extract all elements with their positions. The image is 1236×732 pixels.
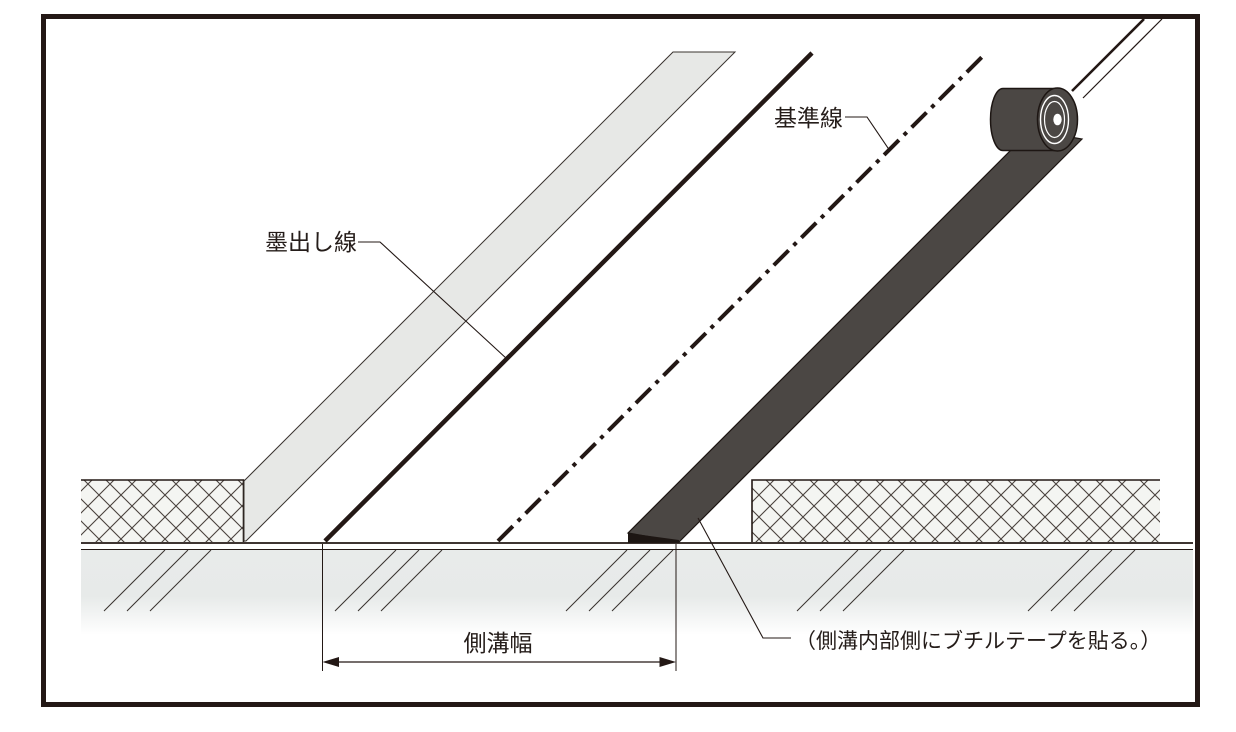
reference-line-label: 基準線 <box>774 105 843 131</box>
tape-note-leader <box>697 517 791 639</box>
tape-note-label: （側溝内部側にブチルテープを貼る。） <box>795 630 1161 653</box>
marking-band <box>243 51 737 542</box>
ink-line <box>323 51 814 543</box>
edge-line-inner <box>1082 18 1163 99</box>
tape-roll-layer-arc <box>1039 94 1070 145</box>
reference-centerline <box>496 54 985 543</box>
tape-roll-core-hole <box>1053 113 1062 126</box>
crosshatch-block-right <box>751 479 1160 542</box>
tape-strip <box>626 129 1084 543</box>
tape-roll-layer-arc <box>1043 100 1066 139</box>
dimension-arrowhead-right <box>659 657 676 667</box>
gutter-width-label: 側溝幅 <box>464 630 533 656</box>
tape-roll <box>989 87 1079 152</box>
ink-line-leader <box>358 241 508 360</box>
dimension-gutter-width <box>322 544 677 671</box>
ground-surface <box>81 549 1193 635</box>
ink-line-label: 墨出し線 <box>265 229 357 255</box>
reference-line-leader <box>845 116 891 152</box>
crosshatch-block-left <box>81 479 245 542</box>
ground-hatch-marks <box>103 549 1136 612</box>
edge-line-outer <box>1071 18 1145 92</box>
ground <box>81 542 1193 635</box>
tape-end-face <box>628 533 679 543</box>
dimension-arrowhead-left <box>322 657 339 667</box>
